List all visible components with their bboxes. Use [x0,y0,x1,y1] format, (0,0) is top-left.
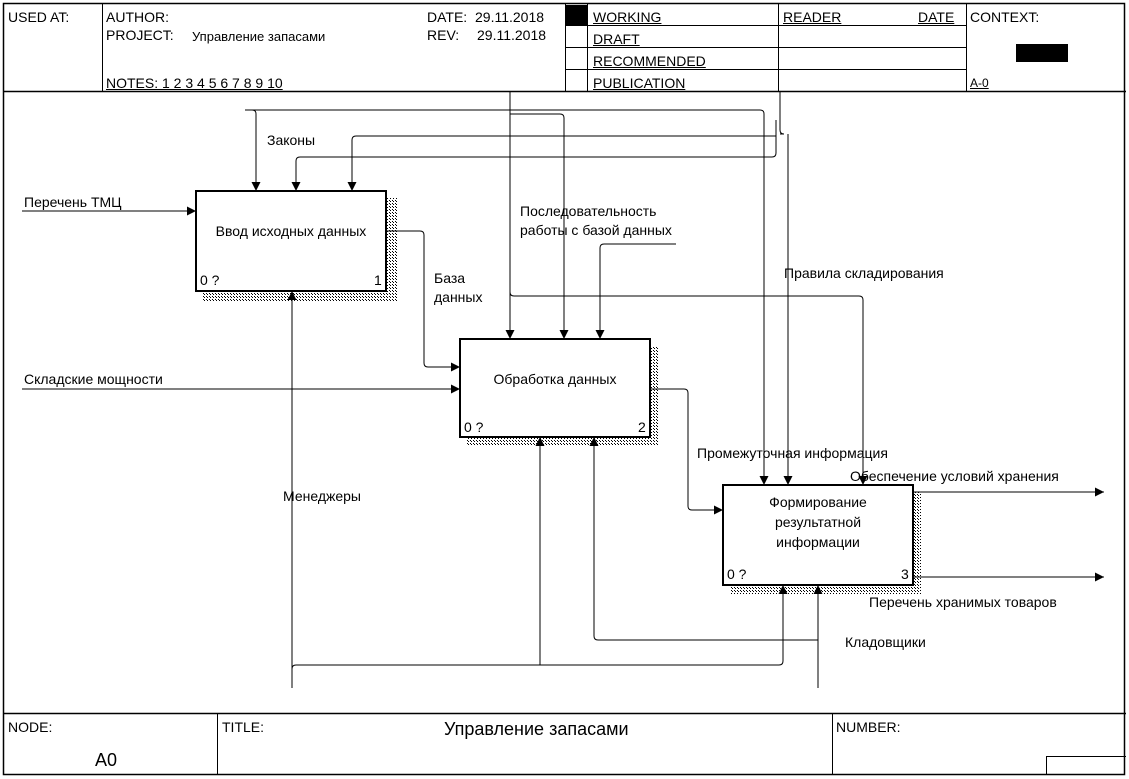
date-value: 29.11.2018 [475,9,545,25]
used-at-label: USED AT: [8,9,70,25]
arrow-storage-rules[interactable] [509,291,868,485]
arrow-top-feed [779,92,785,135]
label-db-sequence: Последовательность работы с базой данных [520,203,672,238]
arrow-managers-box3[interactable] [291,585,788,670]
box3-cost: 0 ? [727,566,747,582]
label-stored-goods-list: Перечень хранимых товаров [869,594,1057,610]
status-recommended[interactable]: RECOMMENDED [593,53,706,69]
notes-list[interactable]: NOTES: 1 2 3 4 5 6 7 8 9 10 [106,75,283,91]
arrow-db-sequence-line [599,243,676,339]
box-result-info[interactable] [722,484,914,586]
label-warehouse-capacity: Складские мощности [24,371,163,387]
number-label: NUMBER: [836,719,901,735]
reader-date-label: DATE [918,9,955,25]
box1-cost: 0 ? [200,272,220,288]
label-storage-rules: Правила складирования [784,265,944,281]
box3-number: 3 [901,566,909,582]
rev-label: REV: [427,27,460,43]
arrow-db-sequence-box2-b[interactable] [510,113,569,339]
arrow-storekeepers-box2[interactable] [589,437,818,641]
status-draft[interactable]: DRAFT [593,31,640,47]
label-storage-conditions: Обеспечение условий хранения [850,468,1059,484]
status-working[interactable]: WORKING [593,9,662,25]
context-node: A-0 [970,76,989,90]
label-laws: Законы [267,132,316,148]
arrow-laws-branch-a[interactable] [295,120,777,191]
context-label: CONTEXT: [970,9,1040,25]
box-input-data[interactable] [195,190,387,292]
context-thumbnail [1016,44,1068,62]
node-label: NODE: [8,719,53,735]
box1-number: 1 [374,272,382,288]
label-managers: Менеджеры [283,488,361,504]
arrow-intermediate-info[interactable] [650,388,723,515]
arrow-database[interactable] [386,230,460,372]
reader-label: READER [783,9,842,25]
arrow-laws-to-box3[interactable] [245,109,764,485]
box2-cost: 0 ? [464,419,484,435]
footer-grid [3,712,1126,775]
rev-value: 29.11.2018 [477,27,547,43]
page-title: Управление запасами [444,719,629,739]
box1-title: Ввод исходных данных [215,223,367,239]
box3-title: Формирование результатной информации [769,494,867,550]
box2-title: Обработка данных [493,371,617,387]
project-name: Управление запасами [192,29,326,44]
status-publication[interactable]: PUBLICATION [593,75,686,91]
project-label: PROJECT: [106,27,174,43]
label-storekeepers: Кладовщики [845,634,926,650]
node-value: A0 [95,750,118,770]
label-database: База данных [434,270,483,305]
box-data-processing[interactable] [459,338,651,438]
author-label: AUTHOR: [106,9,169,25]
working-status-marker [566,5,587,25]
title-label: TITLE: [222,719,265,735]
arrow-laws-branch-b[interactable] [351,135,776,191]
label-tmc-list: Перечень ТМЦ [24,194,122,210]
label-intermediate-info: Промежуточная информация [697,445,888,461]
box2-number: 2 [638,419,646,435]
header-grid [3,4,1126,93]
date-label: DATE: [427,9,468,25]
